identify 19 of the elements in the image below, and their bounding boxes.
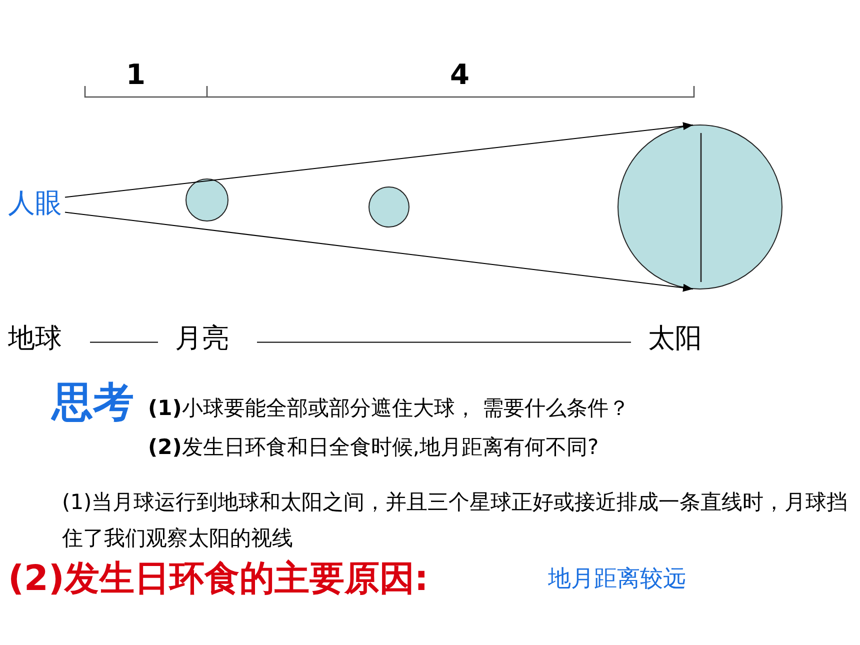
dimension-label: 4 bbox=[450, 58, 470, 92]
connector-line bbox=[256, 342, 632, 343]
moon-circle bbox=[186, 178, 228, 222]
question-text: (2)发生日环食和日全食时候,地月距离有何不同? bbox=[148, 435, 599, 460]
question-text: (1)小球要能全部或部分遮住大球， 需要什么条件？ bbox=[148, 396, 630, 422]
dimension-label: 1 bbox=[126, 58, 146, 92]
connector-line bbox=[90, 342, 158, 343]
answer-heading: (2)发生日环食的主要原因: bbox=[8, 558, 428, 600]
sun-drawing bbox=[618, 124, 782, 290]
sight-line bbox=[64, 212, 694, 292]
heading: 思考 bbox=[52, 378, 134, 428]
answer-text: 地月距离较远 bbox=[548, 566, 686, 594]
moon-circle bbox=[368, 186, 410, 228]
planet-label: 地球 bbox=[8, 323, 62, 356]
eye-label: 人眼 bbox=[8, 188, 62, 220]
planet-label: 太阳 bbox=[648, 323, 702, 356]
sight-line bbox=[64, 122, 694, 198]
answer-text: (1)当月球运行到地球和太阳之间，并且三个星球正好或接近排成一条直线时，月球挡住了我们观察太阳的视线 bbox=[62, 489, 849, 552]
planet-label: 月亮 bbox=[175, 323, 229, 356]
